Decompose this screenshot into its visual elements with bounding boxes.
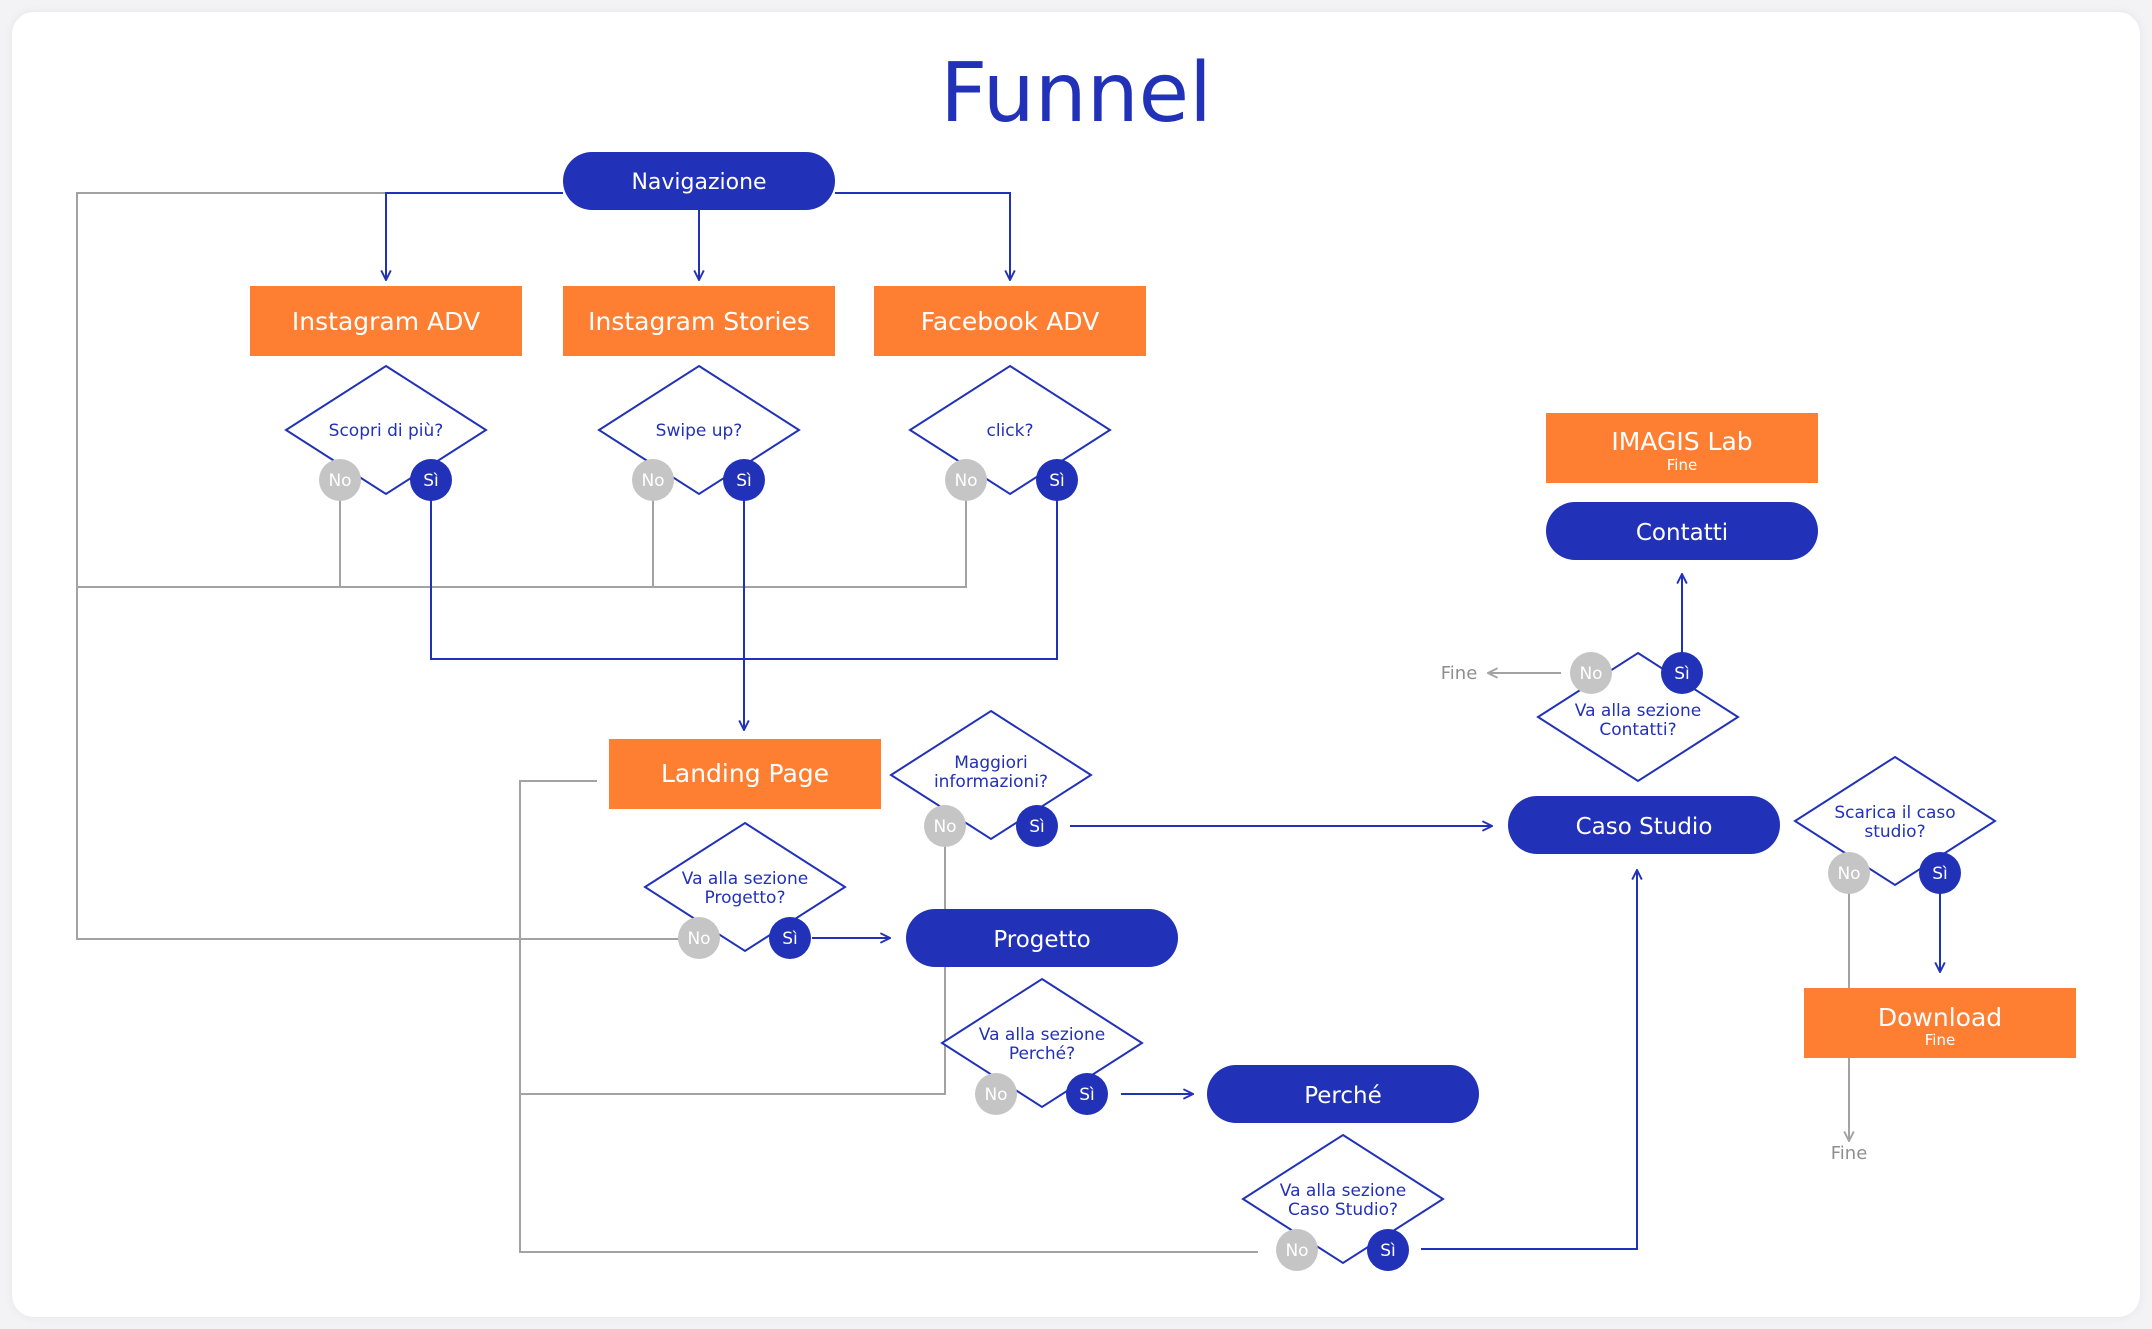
page-title: Funnel <box>940 46 1212 141</box>
answer-si[interactable]: Sì <box>1016 805 1058 847</box>
decision-label: studio? <box>1864 822 1925 842</box>
decision-label: Swipe up? <box>656 421 743 441</box>
answer-no-label: No <box>933 817 956 837</box>
answer-no[interactable]: No <box>924 805 966 847</box>
decision-label: Va alla sezione <box>1575 701 1701 721</box>
decision-swipe: Swipe up? <box>597 364 801 496</box>
box-label: IMAGIS Lab <box>1611 427 1752 456</box>
answer-no[interactable]: No <box>632 459 674 501</box>
answer-no[interactable]: No <box>1828 852 1870 894</box>
end-label-contatti: Fine <box>1441 663 1478 684</box>
answer-no-label: No <box>1579 664 1602 684</box>
answer-si[interactable]: Sì <box>723 459 765 501</box>
answer-no[interactable]: No <box>1570 652 1612 694</box>
box-label: Instagram ADV <box>292 307 480 336</box>
decision-scopri: Scopri di più? <box>284 364 488 496</box>
decision-label: Scarica il caso <box>1834 803 1955 823</box>
answer-si-label: Sì <box>1049 471 1065 491</box>
pill-label: Contatti <box>1636 520 1728 546</box>
box-label: Facebook ADV <box>921 307 1099 336</box>
pill-caso-studio[interactable]: Caso Studio <box>1508 796 1780 854</box>
pill-navigazione[interactable]: Navigazione <box>563 152 835 210</box>
decision-label: Va alla sezione <box>979 1025 1105 1045</box>
answer-no-label: No <box>328 471 351 491</box>
end-label-download: Fine <box>1831 1143 1868 1164</box>
pill-label: Progetto <box>993 927 1090 953</box>
answer-si-label: Sì <box>736 471 752 491</box>
answer-circles: No Sì No Sì No Sì No Sì No Sì No Sì No S… <box>319 459 1961 1271</box>
answer-no-label: No <box>641 471 664 491</box>
decision-label: Scopri di più? <box>329 421 444 441</box>
box-instagram-adv[interactable]: Instagram ADV <box>250 286 522 356</box>
decision-progetto: Va alla sezione Progetto? <box>643 821 847 953</box>
decision-label: Maggiori <box>954 753 1028 773</box>
box-label: Download <box>1878 1003 2002 1032</box>
decision-label: Va alla sezione <box>1280 1181 1406 1201</box>
box-facebook-adv[interactable]: Facebook ADV <box>874 286 1146 356</box>
box-landing-page[interactable]: Landing Page <box>609 739 881 809</box>
decision-maggiori: Maggiori informazioni? <box>889 709 1093 841</box>
box-imagis-lab[interactable]: IMAGIS Lab Fine <box>1546 413 1818 483</box>
answer-si[interactable]: Sì <box>1367 1229 1409 1271</box>
answer-no-label: No <box>984 1085 1007 1105</box>
decision-label: Caso Studio? <box>1288 1200 1398 1220</box>
pill-label: Caso Studio <box>1576 814 1713 840</box>
answer-si[interactable]: Sì <box>1036 459 1078 501</box>
answer-no[interactable]: No <box>1276 1229 1318 1271</box>
answer-no[interactable]: No <box>319 459 361 501</box>
answer-si[interactable]: Sì <box>410 459 452 501</box>
box-sublabel: Fine <box>1925 1031 1955 1049</box>
answer-no[interactable]: No <box>678 917 720 959</box>
answer-no-label: No <box>1837 864 1860 884</box>
pill-perche[interactable]: Perché <box>1207 1065 1479 1123</box>
answer-si-label: Sì <box>1932 864 1948 884</box>
answer-no-label: No <box>954 471 977 491</box>
answer-si-label: Sì <box>1380 1241 1396 1261</box>
answer-si-label: Sì <box>1079 1085 1095 1105</box>
answer-no[interactable]: No <box>975 1073 1017 1115</box>
box-sublabel: Fine <box>1667 456 1697 474</box>
answer-si-label: Sì <box>782 929 798 949</box>
answer-si-label: Sì <box>1029 817 1045 837</box>
decision-scarica: Scarica il caso studio? <box>1793 755 1997 887</box>
answer-si[interactable]: Sì <box>1661 652 1703 694</box>
decision-label: Perché? <box>1009 1044 1075 1064</box>
box-label: Instagram Stories <box>588 307 810 336</box>
decision-label: click? <box>986 421 1033 441</box>
answer-no[interactable]: No <box>945 459 987 501</box>
box-label: Landing Page <box>661 759 829 788</box>
answer-si-label: Sì <box>423 471 439 491</box>
box-instagram-stories[interactable]: Instagram Stories <box>563 286 835 356</box>
answer-no-label: No <box>1285 1241 1308 1261</box>
decision-caso-studio: Va alla sezione Caso Studio? <box>1241 1133 1445 1265</box>
connectors <box>76 192 1940 1253</box>
answer-no-label: No <box>687 929 710 949</box>
answer-si[interactable]: Sì <box>1919 852 1961 894</box>
decision-click: click? <box>908 364 1112 496</box>
decision-label: informazioni? <box>934 772 1048 792</box>
decision-label: Progetto? <box>705 888 786 908</box>
decision-contatti: Va alla sezione Contatti? <box>1536 651 1740 783</box>
answer-si[interactable]: Sì <box>1066 1073 1108 1115</box>
decision-perche: Va alla sezione Perché? <box>940 977 1144 1109</box>
pill-contatti[interactable]: Contatti <box>1546 502 1818 560</box>
decision-label: Contatti? <box>1599 720 1676 740</box>
answer-si-label: Sì <box>1674 664 1690 684</box>
pill-label: Perché <box>1304 1083 1382 1109</box>
decision-label: Va alla sezione <box>682 869 808 889</box>
pill-label: Navigazione <box>631 170 766 195</box>
pill-progetto[interactable]: Progetto <box>906 909 1178 967</box>
answer-si[interactable]: Sì <box>769 917 811 959</box>
box-download[interactable]: Download Fine <box>1804 988 2076 1058</box>
